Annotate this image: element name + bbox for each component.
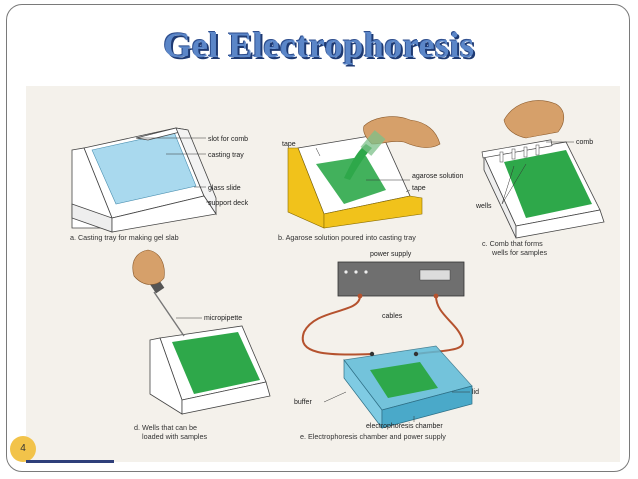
panel-b-agarose-pour: tape agarose solution tape b. Agarose so… (278, 116, 463, 242)
label-casting-tray: casting tray (208, 152, 244, 159)
caption-c-line2: wells for samples (491, 248, 548, 257)
micropipette-tip (153, 291, 185, 337)
tape-right (323, 195, 423, 229)
label-micropipette: micropipette (204, 315, 242, 322)
tray-c-deck (515, 209, 605, 239)
gel-slab-d (172, 332, 260, 394)
comb-tooth-4 (535, 144, 540, 156)
beaker (360, 130, 386, 156)
cable-left (301, 295, 373, 356)
label-tape-top: tape (282, 141, 296, 148)
agarose-stream (344, 144, 372, 180)
hand-c (503, 100, 565, 139)
power-display (419, 269, 451, 281)
comb-tooth-2 (511, 148, 516, 160)
label-electrophoresis-chamber: electrophoresis chamber (366, 423, 443, 430)
comb-tooth-3 (523, 146, 528, 158)
label-wells: wells (475, 203, 492, 210)
gel-slab-e (370, 362, 438, 398)
label-glass-slide: glass slide (208, 185, 241, 192)
panel-d-loading: micropipette d. Wells that can be loaded… (132, 249, 271, 441)
comb-bar (481, 139, 553, 159)
bottom-rule (26, 460, 114, 463)
label-agarose-solution: agarose solution (412, 173, 463, 180)
panel-c-comb: comb wells c. Comb that forms wells for … (475, 100, 605, 257)
hand-d (132, 249, 165, 285)
caption-c-line1: c. Comb that forms (482, 239, 543, 248)
electrophoresis-diagram: slot for comb casting tray glass slide s… (70, 100, 605, 441)
agarose-solution (316, 156, 386, 204)
label-comb: comb (576, 139, 593, 146)
caption-b: b. Agarose solution poured into casting … (278, 233, 416, 242)
gel-slab-c (504, 150, 592, 218)
chamber-base (381, 385, 473, 429)
cable-right (415, 295, 464, 355)
label-power-supply: power supply (370, 251, 412, 258)
caption-d-line2: loaded with samples (142, 432, 208, 441)
panel-a-casting-tray: slot for comb casting tray glass slide s… (70, 127, 249, 242)
label-tape-right: tape (412, 185, 426, 192)
label-buffer: buffer (294, 399, 312, 406)
page-number-badge: 4 (10, 436, 36, 462)
label-lid: lid (472, 389, 479, 396)
support-deck (111, 195, 217, 233)
label-cables: cables (382, 313, 403, 320)
label-slot-for-comb: slot for comb (208, 136, 248, 143)
slide-title: Gel Electrophoresis (163, 25, 475, 65)
caption-a: a. Casting tray for making gel slab (70, 233, 179, 242)
panel-e-chamber: power supply cables lid buffer electroph… (294, 251, 479, 441)
caption-d-line1: d. Wells that can be (134, 423, 197, 432)
caption-e: e. Electrophoresis chamber and power sup… (300, 432, 446, 441)
comb-tooth-1 (499, 151, 504, 163)
electrophoresis-figure: slot for comb casting tray glass slide s… (26, 86, 620, 462)
tray-d-deck (181, 381, 271, 415)
label-support-deck: support deck (208, 200, 249, 207)
